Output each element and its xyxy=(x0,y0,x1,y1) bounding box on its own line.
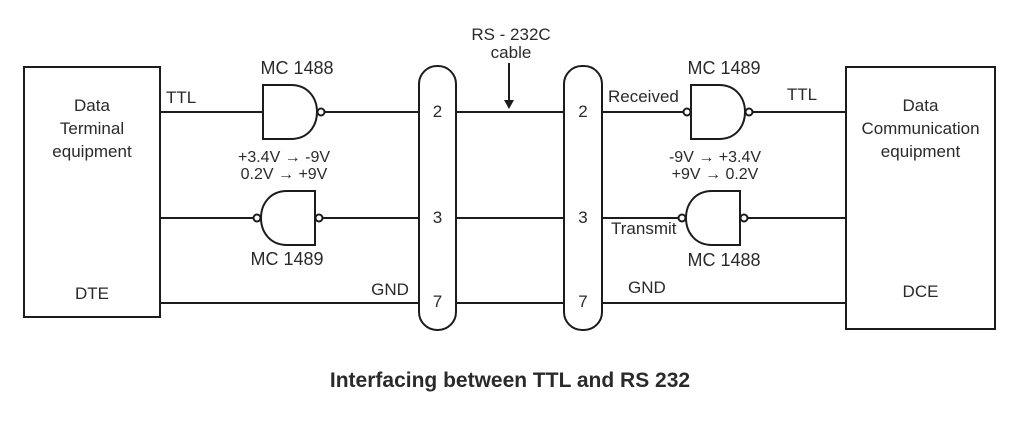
wire-cable-pin2 xyxy=(457,111,563,113)
gnd-label-right: GND xyxy=(628,278,666,297)
dce-title-line3: equipment xyxy=(880,142,961,161)
left-driver-conversion-line1: +3.4V → -9V xyxy=(237,149,331,166)
dte-title-line2: Terminal xyxy=(59,119,125,138)
dce-box-title: Data Communication equipment xyxy=(847,94,994,163)
left-connector-pin-3: 3 xyxy=(432,208,443,227)
wire-connector-to-right-receiver xyxy=(603,111,683,113)
received-label: Received xyxy=(608,87,679,106)
mc1488-left-chip-label: MC 1488 xyxy=(260,58,334,78)
mc1489-receiver-gate-icon xyxy=(252,190,324,246)
right-receiver-conversion-label: -9V → +3.4V +9V → 0.2V xyxy=(669,149,761,183)
wire-left-driver-to-connector xyxy=(324,111,418,113)
dce-title-line1: Data xyxy=(902,96,939,115)
mc1489-right-chip-label: MC 1489 xyxy=(687,58,761,78)
left-connector-pin-7: 7 xyxy=(432,292,443,311)
right-connector-pin-3: 3 xyxy=(578,208,588,227)
wire-connector-to-left-receiver xyxy=(322,217,418,219)
left-driver-conversion-label: +3.4V → -9V 0.2V → +9V xyxy=(238,149,330,183)
cable-arrow-line xyxy=(508,63,510,101)
wire-dce-to-right-driver xyxy=(747,217,845,219)
mc1488-right-chip-label: MC 1488 xyxy=(687,250,761,270)
dce-abbr-label: DCE xyxy=(902,282,939,301)
left-connector-pin-2: 2 xyxy=(432,102,443,121)
left-driver-conversion-line2: 0.2V → +9V xyxy=(240,166,328,183)
mc1489-left-chip-label: MC 1489 xyxy=(250,249,324,269)
cable-arrow-head-icon xyxy=(504,100,514,109)
dte-title-line1: Data xyxy=(74,96,110,115)
mc1488-driver-gate-icon xyxy=(262,84,326,140)
transmit-label: Transmit xyxy=(611,219,677,238)
rs232-connector-right xyxy=(563,65,603,331)
mc1488-driver-gate-icon xyxy=(677,190,749,246)
cable-label-line1: RS - 232C xyxy=(471,25,551,44)
wire-dte-to-left-driver xyxy=(161,111,263,113)
wire-connector-to-right-driver xyxy=(603,217,679,219)
wire-dce-gnd xyxy=(603,302,845,304)
diagram-title: Interfacing between TTL and RS 232 xyxy=(329,369,691,392)
dte-title-line3: equipment xyxy=(52,142,132,161)
ttl-label-left: TTL xyxy=(166,88,197,107)
rs232-connector-left xyxy=(418,65,457,331)
dte-box: Data Terminal equipment DTE xyxy=(23,66,161,318)
wire-cable-pin7 xyxy=(457,302,563,304)
dce-title-line2: Communication xyxy=(861,119,980,138)
gnd-label-left: GND xyxy=(371,280,409,299)
cable-label: RS - 232C cable xyxy=(471,26,550,62)
dte-abbr-label: DTE xyxy=(75,284,109,303)
right-receiver-conversion-line2: +9V → 0.2V xyxy=(671,166,759,183)
wire-left-receiver-to-dte xyxy=(161,217,254,219)
wire-right-receiver-to-dce xyxy=(752,111,845,113)
wire-dte-gnd xyxy=(161,302,418,304)
mc1489-receiver-gate-icon xyxy=(682,84,754,140)
ttl-label-right: TTL xyxy=(786,85,818,104)
right-receiver-conversion-line1: -9V → +3.4V xyxy=(668,149,762,166)
right-connector-pin-2: 2 xyxy=(578,102,588,121)
cable-label-line2: cable xyxy=(490,43,532,62)
dce-box: Data Communication equipment DCE xyxy=(845,66,996,330)
dte-box-title: Data Terminal equipment xyxy=(25,94,159,163)
right-connector-pin-7: 7 xyxy=(578,292,588,311)
wire-cable-pin3 xyxy=(457,217,563,219)
